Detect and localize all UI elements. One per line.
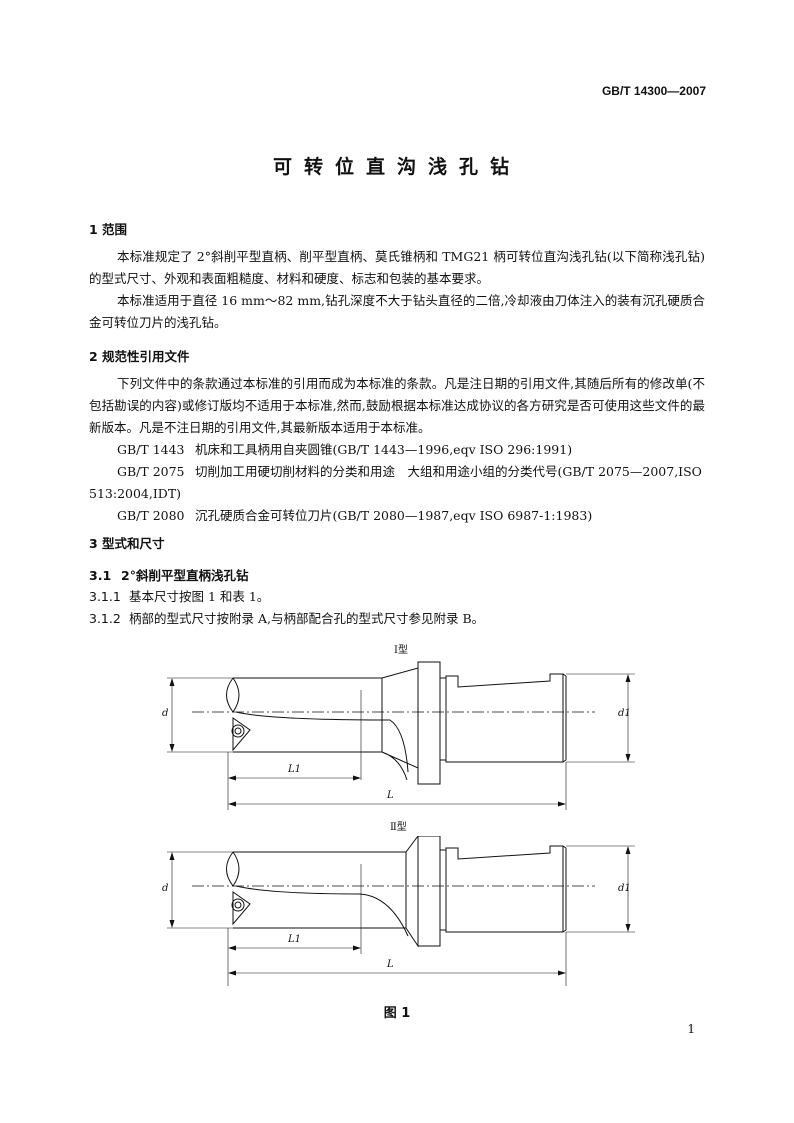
reference-text: 机床和工具柄用自夹圆锥(GB/T 1443—1996,eqv ISO 296:1… <box>195 442 573 457</box>
dimension-d1-label: d1 <box>618 708 631 719</box>
standard-number: GB/T 14300—2007 <box>601 84 706 98</box>
dimension-d-label: d <box>162 708 168 719</box>
reference-item: GB/T 2080 沉孔硬质合金可转位刀片(GB/T 2080—1987,eqv … <box>117 505 705 527</box>
dimension-d1-label: d1 <box>618 883 631 894</box>
drill-drawing-type-2: d d1 L1 L <box>162 836 635 986</box>
figure-type-2-label: Ⅱ型 <box>390 822 407 833</box>
reference-code: GB/T 1443 <box>117 442 185 457</box>
section-1-paragraph-2: 本标准适用于直径 16 mm～82 mm,钻孔深度不大于钻头直径的二倍,冷却液由… <box>89 293 705 330</box>
dimension-L-label: L <box>386 959 394 970</box>
reference-item: GB/T 1443 机床和工具柄用自夹圆锥(GB/T 1443—1996,eqv … <box>117 439 705 461</box>
reference-text: 沉孔硬质合金可转位刀片(GB/T 2080—1987,eqv ISO 6987-… <box>195 508 593 523</box>
reference-code: GB/T 2075 <box>117 464 185 479</box>
section-2-paragraph-1: 下列文件中的条款通过本标准的引用而成为本标准的条款。凡是注日期的引用文件,其随后… <box>89 376 705 435</box>
dimension-L-label: L <box>386 790 394 801</box>
section-1-paragraph-1: 本标准规定了 2°斜削平型直柄、削平型直柄、莫氏锥柄和 TMG21 柄可转位直沟… <box>89 249 705 286</box>
dimension-d-label: d <box>162 883 168 894</box>
dimension-L1-label: L1 <box>287 764 301 775</box>
drill-drawing-type-1: d d1 L1 L <box>162 661 635 810</box>
reference-code: GB/T 2080 <box>117 508 185 523</box>
section-2-heading: 2 规范性引用文件 <box>89 349 190 364</box>
figure-type-1-label: Ⅰ型 <box>394 645 408 656</box>
section-3-heading: 3 型式和尺寸 <box>89 536 165 551</box>
page-number: 1 <box>687 1022 695 1036</box>
figure-caption: 图 1 <box>383 1006 411 1021</box>
reference-text: 切削加工用硬切削材料的分类和用途 大组和用途小组的分类代号(GB/T 2075—… <box>89 464 702 501</box>
document-title: 可转位直沟浅孔钻 <box>272 156 521 178</box>
section-1-heading: 1 范围 <box>89 222 128 237</box>
dimension-L1-label: L1 <box>287 934 301 945</box>
